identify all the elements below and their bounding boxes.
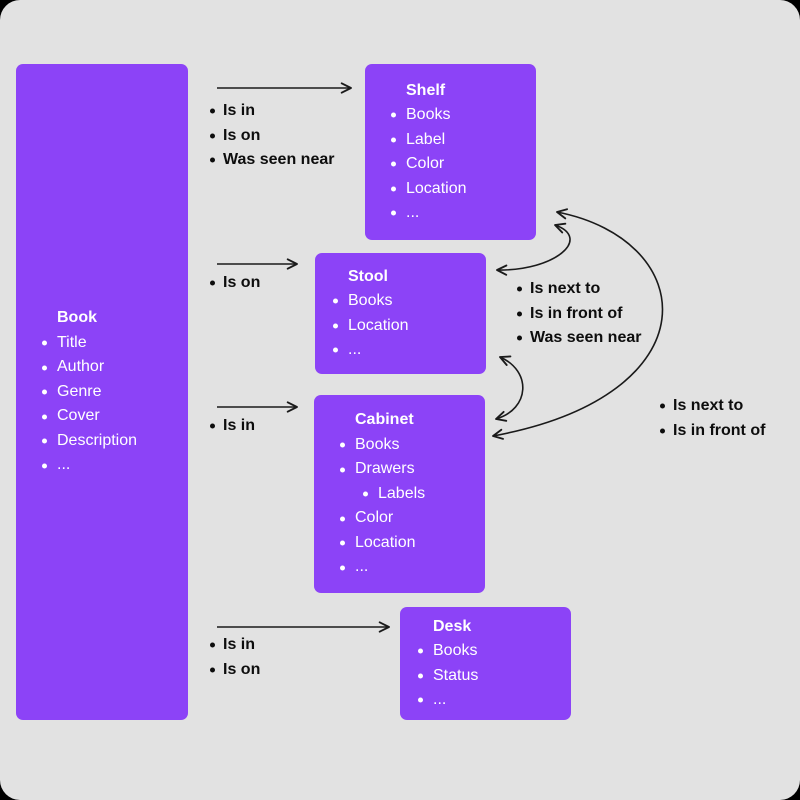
labels-stool-neighbors: Is next to Is in front of Was seen near (517, 277, 641, 351)
bullet (210, 633, 223, 658)
node-item: ... (348, 341, 362, 358)
bullet (418, 615, 433, 640)
relation-label: Was seen near (223, 151, 335, 168)
node-item: ... (433, 691, 447, 708)
relation-label: Is on (223, 660, 261, 678)
bullet (42, 380, 57, 405)
bullet (391, 103, 406, 128)
bullet (42, 331, 57, 356)
labels-book-shelf: Is in Is on Was seen near (210, 99, 334, 173)
bullet (517, 277, 530, 302)
node-item-nested: Labels (378, 484, 426, 502)
bullet (418, 639, 433, 664)
bullet (340, 408, 355, 433)
node-title: Stool (348, 267, 388, 285)
node-item: ... (355, 558, 369, 576)
bullet (210, 124, 223, 149)
node-shelf[interactable]: Shelf Books Label Color Location ... (365, 64, 536, 240)
bullet (340, 506, 355, 531)
bullet (391, 177, 406, 202)
node-item: Genre (57, 382, 102, 400)
labels-book-cabinet: Is in (210, 414, 255, 439)
bullet (340, 555, 355, 580)
relation-label: Is next to (673, 397, 744, 414)
bullet (391, 128, 406, 153)
bullet (391, 152, 406, 177)
bullet (210, 148, 223, 173)
node-item: Color (355, 509, 394, 527)
relation-label: Is on (223, 126, 261, 144)
arrow-stool-cabinet-curve (495, 355, 524, 422)
node-cabinet[interactable]: Cabinet Books Drawers Labels Color Locat… (314, 395, 485, 593)
node-item: Status (433, 666, 479, 684)
node-item: Books (433, 642, 478, 659)
node-book[interactable]: Book Title Author Genre Cover Descriptio… (16, 64, 188, 720)
node-item: Cover (57, 407, 100, 425)
relation-label: Was seen near (530, 329, 642, 346)
bullet (340, 531, 355, 556)
bullet (333, 265, 348, 290)
node-item: Books (355, 435, 400, 453)
bullet (418, 664, 433, 689)
node-item: Location (355, 533, 416, 551)
bullet (660, 419, 673, 444)
bullet (42, 355, 57, 380)
node-item: ... (406, 204, 420, 221)
relation-label: Is in (223, 417, 256, 434)
bullet (210, 271, 223, 296)
bullet (210, 658, 223, 683)
bullet (333, 314, 348, 339)
relation-label: Is in (223, 636, 256, 653)
node-title: Shelf (406, 81, 446, 99)
relation-label: Is on (223, 274, 261, 291)
node-stool[interactable]: Stool Books Location ... (315, 253, 486, 374)
node-item: Books (406, 106, 451, 123)
node-title: Book (57, 309, 97, 327)
bullet (517, 302, 530, 327)
bullet (42, 404, 57, 429)
node-item: Title (57, 333, 87, 351)
node-item: Author (57, 358, 105, 376)
relation-label: Is in front of (673, 421, 766, 439)
bullet (210, 99, 223, 124)
labels-shelf-cabinet: Is next to Is in front of (660, 394, 765, 443)
bullet (42, 429, 57, 454)
bullet (42, 306, 57, 331)
bullet (517, 326, 530, 351)
bullet (391, 201, 406, 226)
node-item: Drawers (355, 460, 415, 478)
bullet (363, 482, 378, 507)
node-title: Cabinet (355, 411, 414, 429)
node-item: Label (406, 130, 446, 148)
node-item: Description (57, 431, 138, 449)
relation-label: Is next to (530, 280, 601, 297)
labels-book-stool: Is on (210, 271, 260, 296)
node-title: Desk (433, 617, 472, 635)
bullet (391, 79, 406, 104)
bullet (340, 457, 355, 482)
relation-label: Is in (223, 102, 256, 119)
labels-book-desk: Is in Is on (210, 633, 260, 682)
node-desk[interactable]: Desk Books Status ... (400, 607, 571, 720)
bullet (340, 433, 355, 458)
node-item: Books (348, 292, 393, 309)
bullet (333, 289, 348, 314)
bullet (210, 414, 223, 439)
node-item: Color (406, 155, 445, 172)
bullet (333, 338, 348, 363)
node-item: Location (348, 316, 409, 334)
node-item: ... (57, 456, 71, 474)
bullet (660, 394, 673, 419)
relation-label: Is in front of (530, 304, 623, 322)
bullet (42, 453, 57, 478)
bullet (418, 688, 433, 713)
node-item: Location (406, 179, 467, 197)
